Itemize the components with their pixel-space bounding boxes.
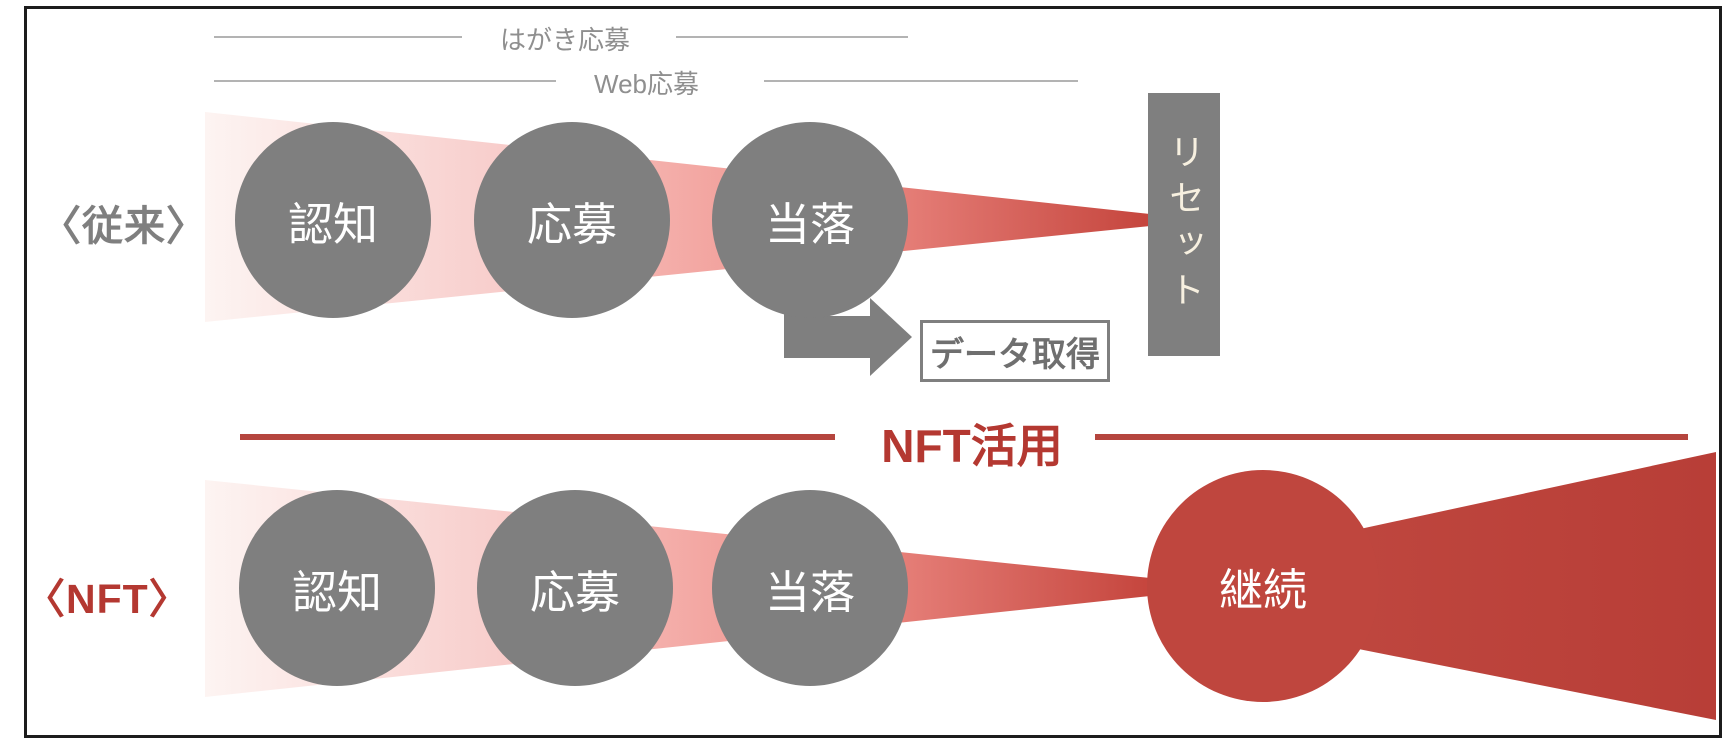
reset-box: リセット: [1148, 93, 1220, 356]
web-bracket-label: Web応募: [594, 69, 699, 99]
nft-row-label: 〈NFT〉: [24, 576, 191, 622]
nft-step-apply-label: 応募: [529, 566, 620, 618]
traditional-funnel-wedge: [205, 112, 1150, 322]
nft-step-result-label: 当落: [764, 566, 855, 618]
nft-divider-label: NFT活用: [881, 420, 1063, 472]
postcard-bracket-line-right: [676, 36, 908, 38]
traditional-step-apply: 応募: [474, 122, 670, 318]
nft-step-apply: 応募: [477, 490, 673, 686]
traditional-row-label: 〈従来〉: [40, 203, 208, 249]
data-acquisition-box: データ取得: [920, 320, 1110, 382]
traditional-step-result: 当落: [712, 122, 908, 318]
web-bracket-line-left: [214, 80, 556, 82]
nft-step-result: 当落: [712, 490, 908, 686]
nft-step-awareness-label: 認知: [291, 566, 382, 618]
nft-funnel-wedge: [205, 480, 1150, 697]
data-acquisition-label: データ取得: [930, 335, 1100, 374]
nft-step-continue: 継続: [1147, 470, 1379, 702]
traditional-step-awareness-label: 認知: [287, 198, 378, 250]
postcard-bracket-line-left: [214, 36, 462, 38]
web-bracket-line-right: [764, 80, 1078, 82]
traditional-step-apply-label: 応募: [526, 198, 617, 250]
postcard-bracket-label: はがき応募: [500, 25, 631, 55]
reset-box-label: リセット: [1164, 132, 1205, 317]
nft-expanding-wedge: [1263, 452, 1716, 720]
traditional-step-result-label: 当落: [764, 198, 855, 250]
nft-step-continue-label: 継続: [1219, 566, 1307, 615]
nft-step-awareness: 認知: [239, 490, 435, 686]
traditional-step-awareness: 認知: [235, 122, 431, 318]
nft-divider-line-left: [240, 434, 835, 440]
nft-divider-line-right: [1095, 434, 1688, 440]
